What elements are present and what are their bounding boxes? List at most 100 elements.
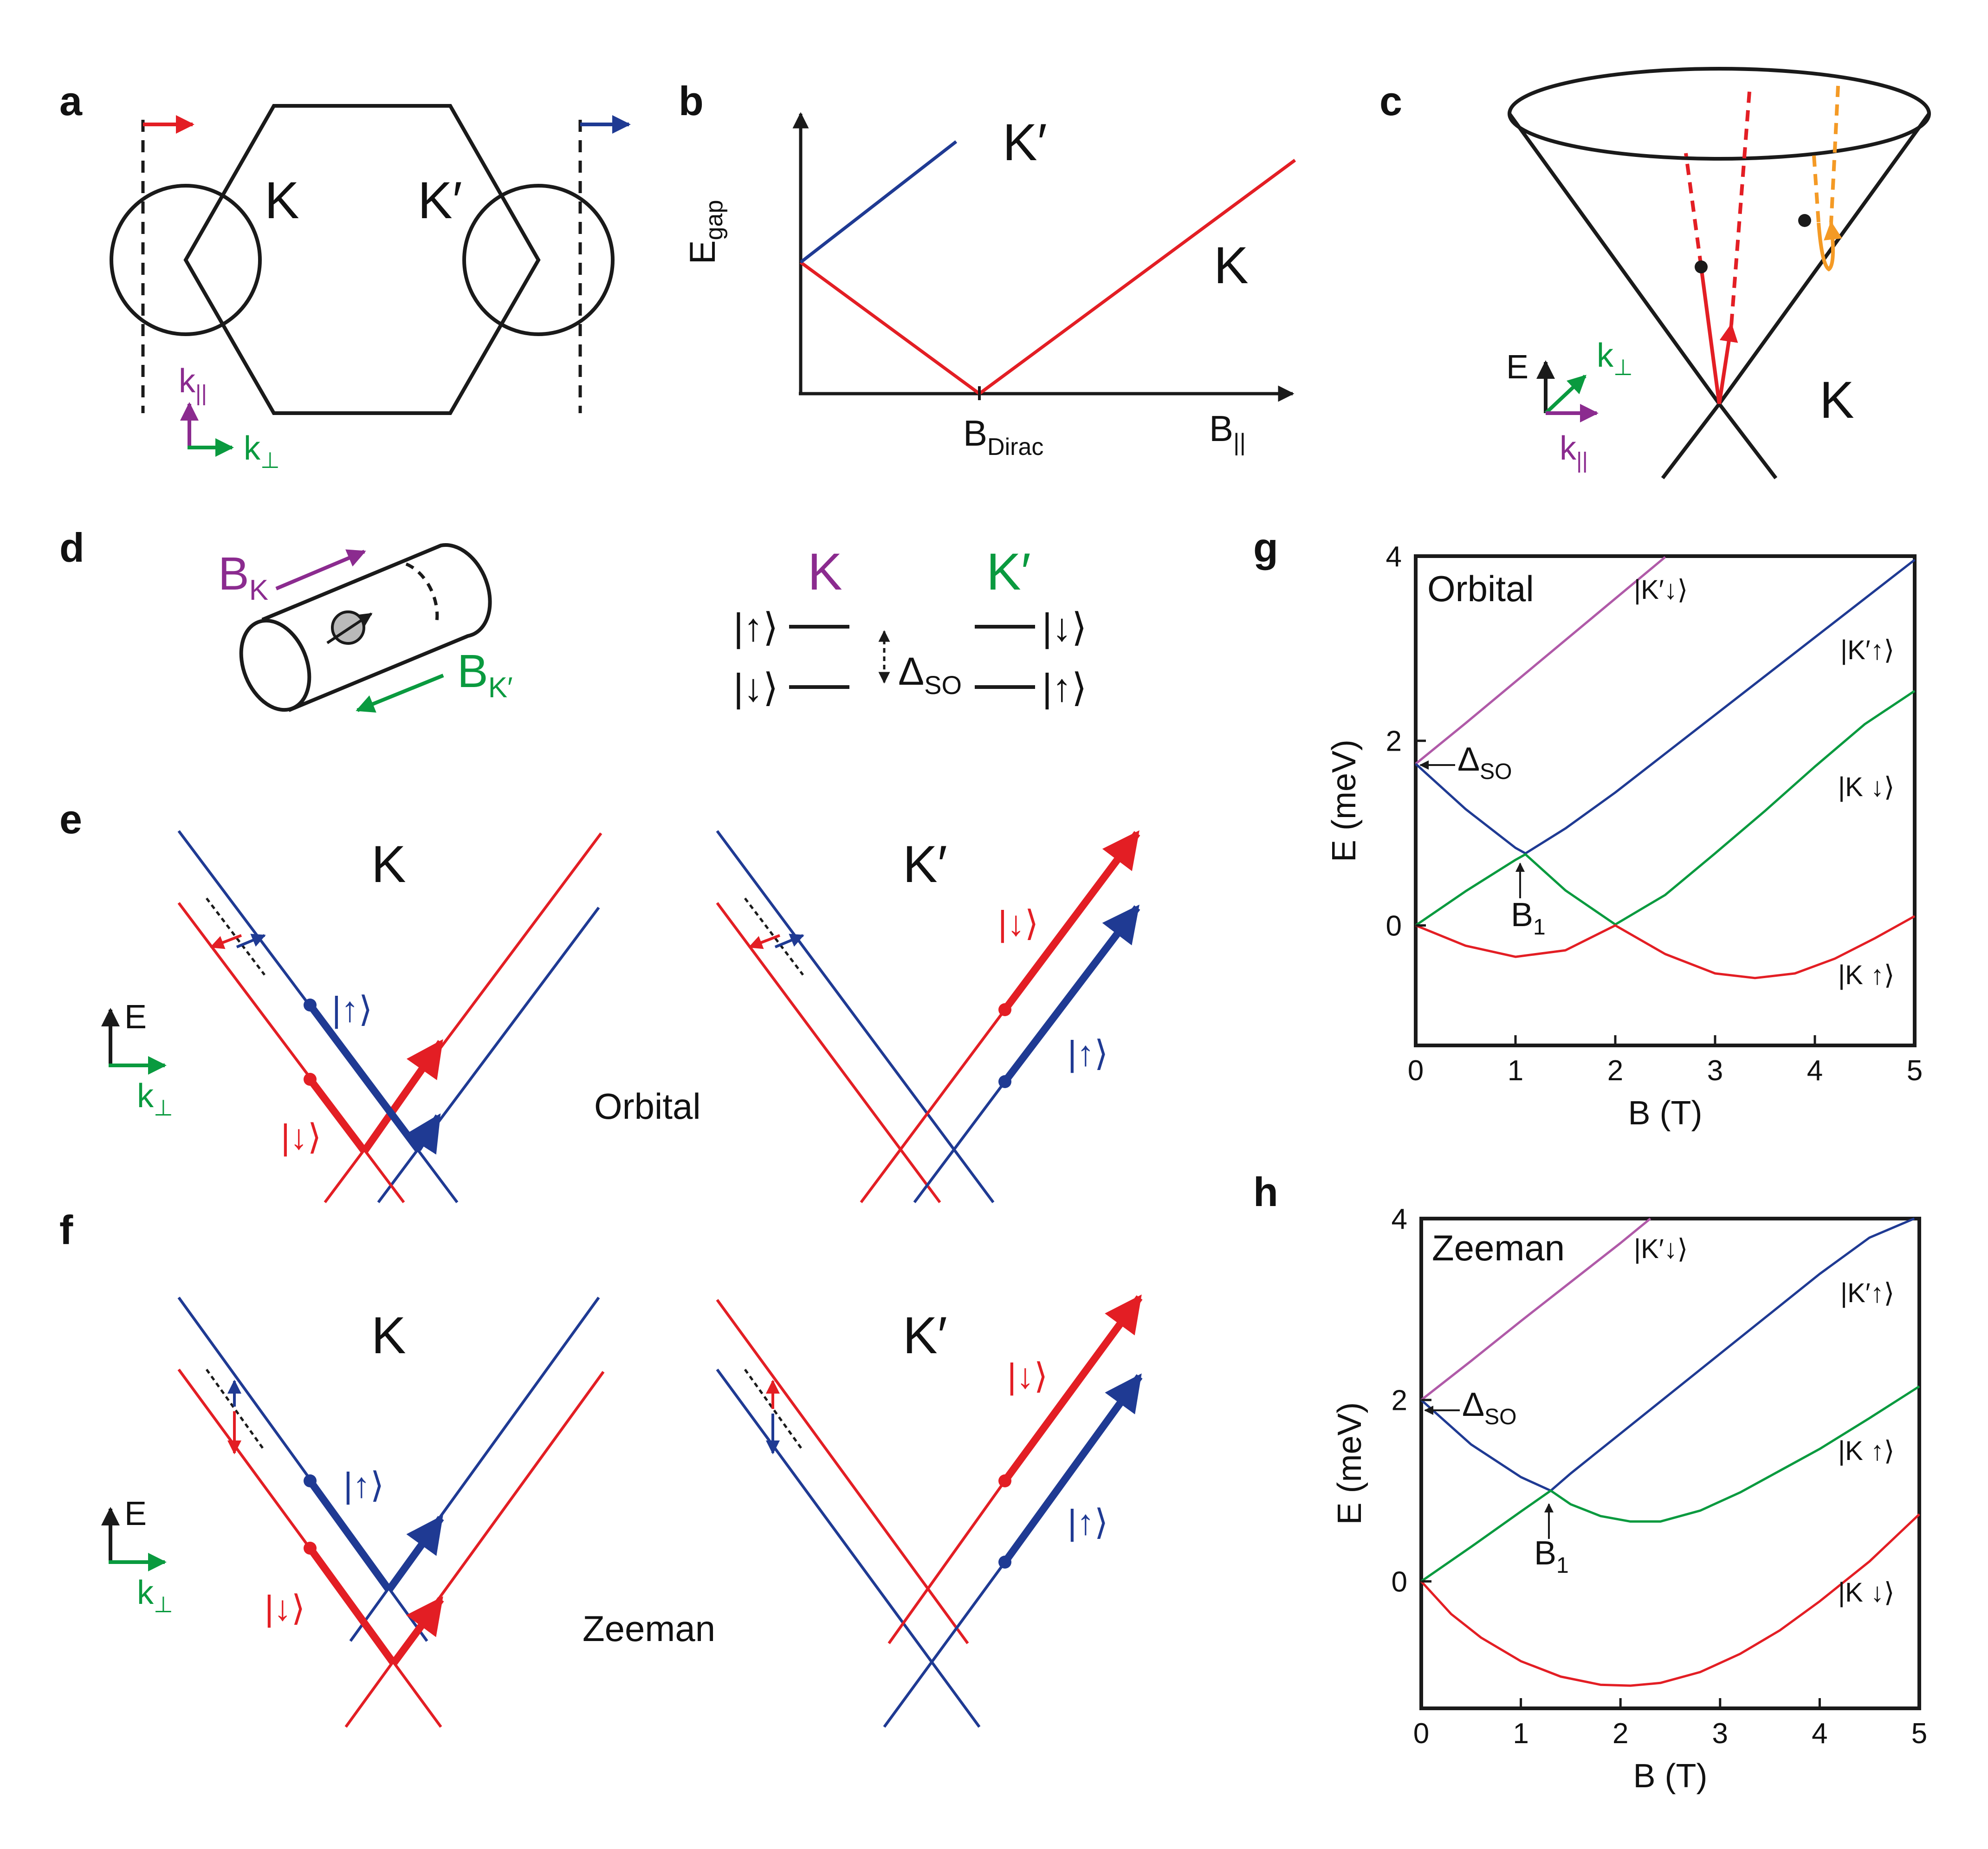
series-line-h-0: [1420, 1218, 1651, 1401]
e-Kp-blue-dot: [998, 1075, 1011, 1088]
x-tick-label-g-3: 3: [1707, 1055, 1723, 1087]
series-label-h-2: |K ↑⟩: [1838, 1436, 1895, 1466]
e-K-blue-right: [377, 907, 600, 1203]
series-line-g-2: [1415, 690, 1916, 927]
y-tick-label-g-1: 2: [1386, 726, 1402, 758]
red-path-dot: [1695, 260, 1708, 273]
f-k-label: k⊥: [137, 1574, 173, 1617]
panel-e: K |↑⟩ |↓⟩ K′ |↓⟩ |↑⟩ Orbital E k⊥: [101, 830, 1140, 1203]
f-K-blue-thick-down: [307, 1479, 392, 1592]
f-label-Kp: K′: [903, 1306, 947, 1364]
series-line-h-1: [1420, 1217, 1915, 1492]
f-Kp-blue-dot: [998, 1556, 1011, 1569]
f-K-red-right: [344, 1371, 605, 1728]
series-line-h-3: [1420, 1513, 1920, 1687]
e-k-label: k⊥: [137, 1077, 173, 1121]
panel-label-c: c: [1379, 78, 1402, 124]
panel-label-a: a: [59, 78, 83, 124]
series-label-g-1: |K′↑⟩: [1840, 635, 1894, 665]
y-tick-label-h-1: 2: [1392, 1385, 1407, 1417]
series-label-h-1: |K′↑⟩: [1840, 1278, 1894, 1308]
state-Kp-down: |↓⟩: [1042, 605, 1087, 649]
delta-label-g: ΔSO: [1457, 741, 1512, 784]
valley-circle-K: [110, 184, 262, 336]
e-Kp-red-thick-arrow: [1002, 830, 1140, 1012]
panel-label-f: f: [59, 1207, 73, 1253]
x-axis-label-h: B (T): [1633, 1758, 1708, 1795]
plot-frame-g: [1414, 554, 1917, 1047]
series-label-h-0: |K′↓⟩: [1634, 1234, 1688, 1264]
panel-label-b: b: [679, 78, 704, 124]
BKp-arrow: [356, 674, 444, 713]
e-K-up: |↑⟩: [332, 990, 372, 1029]
series-label-g-0: |K′↓⟩: [1634, 575, 1688, 605]
b1-label-g: B1: [1511, 896, 1546, 940]
y-axis-label-g: E (meV): [1326, 740, 1363, 862]
nanotube-body: [261, 543, 492, 712]
cone-left-edge: [1508, 112, 1721, 405]
b-ylabel: Egap: [682, 200, 728, 265]
x-tick-label-h-2: 2: [1612, 1718, 1628, 1750]
delta-label-h: ΔSO: [1462, 1386, 1516, 1429]
e-Kp-red-left: [716, 902, 941, 1203]
e-Kp-down: |↓⟩: [998, 904, 1038, 943]
y-tick-label-g-2: 4: [1386, 541, 1402, 573]
orange-path-dot: [1798, 214, 1811, 227]
e-K-red-thick-down: [307, 1077, 368, 1154]
BK-arrow: [275, 549, 366, 590]
f-Kp-red-dot: [998, 1474, 1011, 1487]
x-tick-label-h-0: 0: [1413, 1718, 1429, 1750]
panel-label-g: g: [1253, 525, 1278, 571]
plot-frame-h: [1419, 1217, 1921, 1710]
e-Kp-blue-thick-arrow: [1002, 904, 1140, 1084]
label-Kp: K′: [418, 171, 462, 229]
f-Kp-red-thick-arrow: [1002, 1294, 1143, 1483]
f-K-down: |↓⟩: [265, 1589, 305, 1628]
red-arrow-dashed: [1729, 85, 1752, 325]
lower-cone-right: [1717, 402, 1778, 480]
series-label-g-3: |K ↑⟩: [1838, 960, 1895, 990]
e-Kp-blue-left: [716, 830, 995, 1203]
cone-label-K: K: [1820, 371, 1854, 429]
series-line-g-1: [1415, 558, 1916, 855]
e-K-red-thick-arrow: [361, 1039, 444, 1154]
BK-label: BK: [218, 548, 268, 606]
gap-label-Kp: K′: [1003, 113, 1047, 171]
panel-letters: a b c d g e f h: [59, 78, 1402, 1253]
e-K-down: |↓⟩: [281, 1117, 321, 1157]
e-Kp-offset-red: [748, 934, 781, 949]
f-E-label: E: [124, 1495, 147, 1532]
valley-circle-Kp: [462, 184, 615, 336]
e-K-blue-thick-down: [307, 1003, 421, 1151]
chart-title-g: Orbital: [1427, 568, 1534, 609]
cone-rim: [1508, 67, 1931, 161]
c-kperp-arrow: [1544, 375, 1587, 415]
f-Kp-blue-thick-arrow: [1002, 1373, 1143, 1564]
e-K-blue-dot: [304, 999, 317, 1012]
orange-path-dashed: [1812, 85, 1840, 223]
level-label-K: K: [808, 543, 842, 601]
b1-label-h: B1: [1534, 1535, 1569, 1578]
state-K-down: |↓⟩: [733, 666, 778, 709]
f-K-up: |↑⟩: [343, 1466, 384, 1505]
e-Kp-red-right: [860, 1009, 1006, 1203]
orange-path-solid: [1817, 221, 1842, 272]
f-Kp-red-left: [716, 1299, 969, 1644]
BKp-label: BK′: [457, 645, 513, 704]
e-K-offset-red: [210, 934, 242, 949]
chart-title-h: Zeeman: [1432, 1227, 1565, 1268]
x-tick-label-g-2: 2: [1607, 1055, 1623, 1087]
electron-spin-arrow: [326, 612, 373, 644]
series-line-h-2: [1420, 1385, 1920, 1583]
e-Kp-red-dot: [998, 1003, 1011, 1016]
gap-label-K: K: [1214, 236, 1249, 294]
brillouin-hexagon: [183, 104, 541, 415]
state-Kp-up: |↑⟩: [1042, 666, 1087, 709]
e-Kp-up: |↑⟩: [1068, 1034, 1108, 1073]
e-Kp-offset-blue: [774, 934, 804, 948]
f-K-red-thick-arrow: [390, 1596, 444, 1666]
e-K-offset-blue: [236, 934, 266, 948]
